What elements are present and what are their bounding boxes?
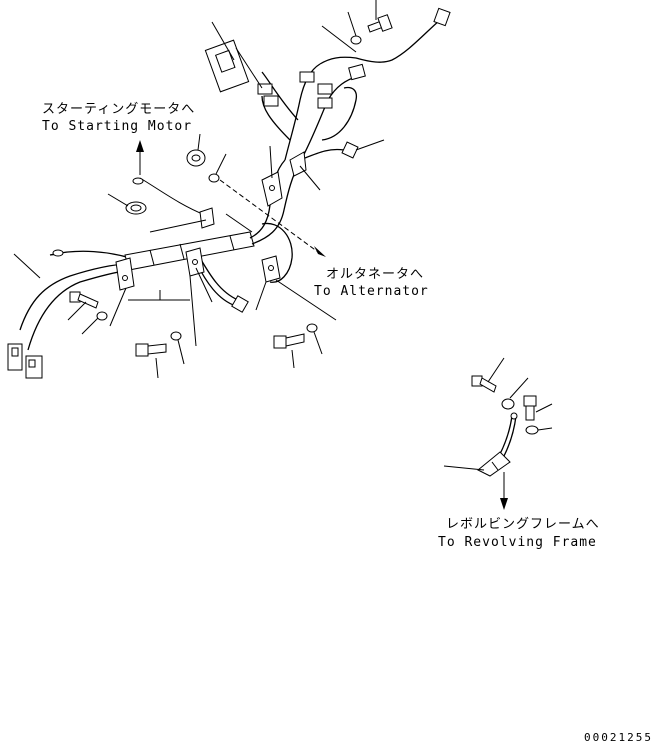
bracket-center [261,171,283,207]
bracket-left [115,257,135,291]
grommet [186,149,206,167]
starting-motor-label-jp: スターティングモータへ [42,102,195,117]
leader-lines [13,0,385,379]
revolving-frame-label-jp: レボルビングフレームへ [446,517,600,532]
alternator-label-en: To Alternator [314,284,429,299]
bracket-upper-mid [199,207,215,229]
washer-lower-left [170,331,182,341]
washer-lower-right [306,323,318,333]
washer-top-right [350,35,362,45]
connector-left-1 [7,343,23,371]
connector-small-left [52,249,64,257]
revolving-frame-label-en: To Revolving Frame [438,535,597,550]
clamp-starting-motor [125,201,147,215]
bolt-top-right [367,14,393,33]
connector-sensor [341,141,359,159]
bracket-lower-right [261,255,281,283]
ground-bolt-1 [471,375,497,393]
alternator-label-jp: オルタネータへ [326,267,424,282]
connector-lower [231,295,249,313]
bolt-left [69,291,99,309]
connector-cluster-top [257,71,333,109]
connector-left-2 [25,355,43,379]
washer-starting-motor [132,177,144,185]
arrow-to-revolving-frame [500,472,508,510]
ground-washer-2 [525,425,539,435]
clip [208,173,220,183]
ground-bolt-2 [523,395,537,421]
bracket-right [289,151,307,177]
drawing-code: 00021255 [584,731,653,744]
connector-top-right [433,7,451,27]
arrow-to-starting-motor [136,140,144,175]
bracket-top [348,63,366,81]
starting-motor-label-en: To Starting Motor [42,119,192,134]
connector-top-left [204,39,250,93]
bolt-lower-left [135,343,167,357]
bolt-lower-right [273,333,305,349]
ground-washer-1 [501,398,515,410]
arrow-to-alternator [219,179,326,257]
washer-left [96,311,108,321]
bracket-mid [185,247,205,277]
ground-strap-assembly [443,357,553,477]
